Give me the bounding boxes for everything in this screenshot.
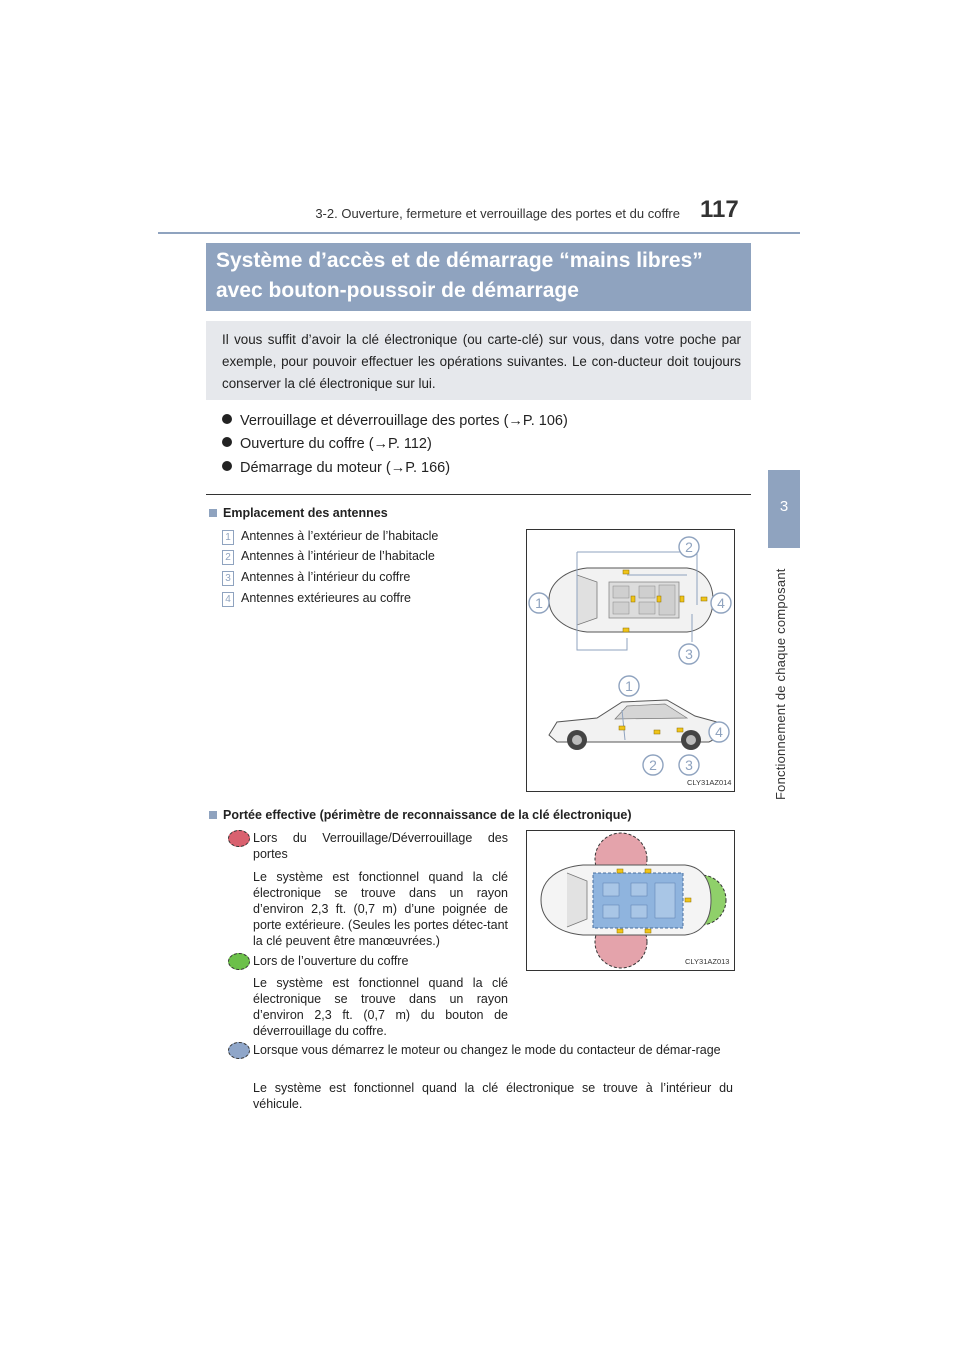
antenna-location-figure: 2 1 4 3 1 4 2 3 CLY31AZ014: [526, 529, 735, 792]
car-antenna-diagram: 2 1 4 3 1 4 2 3 CLY31AZ014: [528, 536, 732, 787]
callout-1: 1: [535, 595, 543, 611]
bullet-icon: [222, 461, 232, 471]
chapter-label-text: Fonctionnement de chaque composant: [773, 568, 788, 800]
range-item-title: Lors de l’ouverture du coffre: [253, 954, 409, 968]
effective-range-figure: CLY31AZ013: [526, 830, 735, 971]
antennas-heading-text: Emplacement des antennes: [223, 506, 388, 520]
antenna-number: 3: [222, 571, 234, 586]
range-heading-text: Portée effective (périmètre de reconnais…: [223, 808, 632, 822]
figure-code: CLY31AZ014: [687, 778, 731, 787]
callout-2-side: 2: [649, 757, 657, 773]
bullet-icon: [222, 414, 232, 424]
section-title-line1: Système d’accès et de démarrage “mains l…: [216, 249, 703, 272]
antenna-legend-item: 2 Antennes à l’intérieur de l’habitacle: [222, 549, 435, 565]
range-item-text: Le système est fonctionnel quand la clé …: [253, 870, 508, 948]
callout-2: 2: [685, 539, 693, 555]
feature-label: Démarrage du moteur (→P. 166): [240, 460, 451, 476]
figure-code: CLY31AZ013: [685, 957, 729, 966]
chapter-label: Fonctionnement de chaque composant: [773, 568, 797, 1060]
antenna-label: Antennes à l’intérieur du coffre: [241, 570, 411, 584]
feature-item: Verrouillage et déverrouillage des porte…: [222, 413, 568, 429]
antenna-label: Antennes à l’extérieur de l’habitacle: [241, 529, 439, 543]
section-title-line2: avec bouton-poussoir de démarrage: [216, 279, 579, 302]
section-rule: [206, 494, 751, 495]
callout-4: 4: [717, 595, 725, 611]
callout-3: 3: [685, 646, 693, 662]
range-heading: Portée effective (périmètre de reconnais…: [209, 808, 632, 822]
bullet-icon: [222, 437, 232, 447]
running-header: 3-2. Ouverture, fermeture et verrouillag…: [315, 206, 680, 221]
callout-4-side: 4: [715, 724, 723, 740]
square-bullet-icon: [209, 509, 217, 517]
feature-label: Verrouillage et déverrouillage des porte…: [240, 413, 568, 429]
antenna-legend-item: 1 Antennes à l’extérieur de l’habitacle: [222, 529, 438, 545]
interior-zone-swatch: [228, 1042, 250, 1059]
antenna-number: 4: [222, 592, 234, 607]
intro-text: Il vous suffit d’avoir la clé électroniq…: [222, 332, 741, 391]
feature-label: Ouverture du coffre (→P. 112): [240, 436, 432, 452]
callout-3-side: 3: [685, 757, 693, 773]
antenna-legend-item: 4 Antennes extérieures au coffre: [222, 591, 411, 607]
trunk-zone-swatch: [228, 953, 250, 970]
section-title-box: Système d’accès et de démarrage “mains l…: [206, 243, 751, 311]
car-side-view: [548, 699, 720, 750]
antenna-label: Antennes à l’intérieur de l’habitacle: [241, 549, 435, 563]
range-item-title: Lors du Verrouillage/Déverrouillage des …: [253, 831, 508, 861]
chapter-tab: [768, 470, 800, 548]
page-number: 117: [700, 196, 739, 223]
square-bullet-icon: [209, 811, 217, 819]
antenna-number: 2: [222, 550, 234, 565]
intro-box: Il vous suffit d’avoir la clé électroniq…: [206, 321, 751, 400]
antenna-label: Antennes extérieures au coffre: [241, 591, 412, 605]
range-item-text: Le système est fonctionnel quand la clé …: [253, 1081, 733, 1111]
door-zone-swatch: [228, 830, 250, 847]
chapter-number: 3: [779, 498, 789, 515]
range-zone-diagram: CLY31AZ013: [540, 832, 729, 969]
antenna-legend-item: 3 Antennes à l’intérieur du coffre: [222, 570, 410, 586]
range-item-text: Le système est fonctionnel quand la clé …: [253, 976, 508, 1038]
range-item-title: Lorsque vous démarrez le moteur ou chang…: [253, 1043, 721, 1057]
callout-1-side: 1: [625, 678, 633, 694]
antennas-heading: Emplacement des antennes: [209, 506, 388, 520]
feature-item: Démarrage du moteur (→P. 166): [222, 460, 450, 476]
feature-item: Ouverture du coffre (→P. 112): [222, 436, 432, 452]
header-rule: [158, 232, 800, 234]
antenna-number: 1: [222, 530, 234, 545]
